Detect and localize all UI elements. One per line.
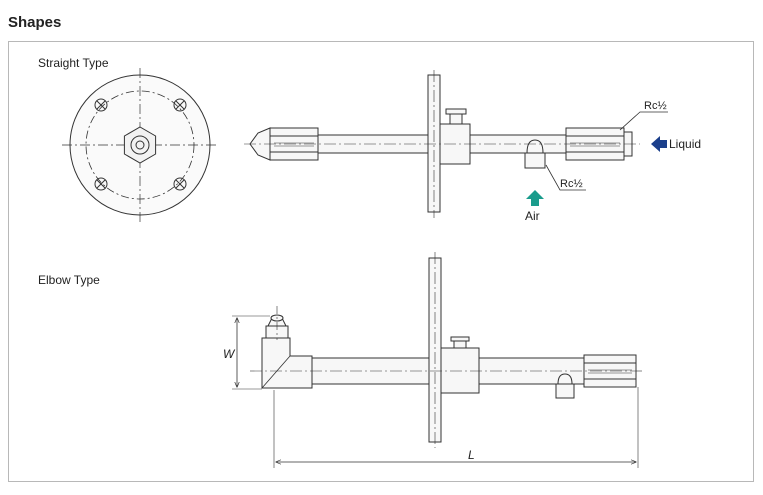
air-thread-label: Rc½ (560, 178, 583, 190)
dimension-w-label: W (223, 347, 236, 361)
air-port (524, 152, 546, 169)
clamp-block (440, 347, 480, 394)
elbow-type-side-view (232, 252, 645, 468)
bolt-hole (173, 98, 187, 112)
elbow-body (261, 337, 313, 389)
bolt-hole (94, 177, 108, 191)
liquid-arrow-icon (651, 136, 667, 152)
bolt-hole (94, 98, 108, 112)
air-label: Air (525, 209, 540, 223)
dimension-l-label: L (468, 448, 475, 462)
page-title: Shapes (8, 14, 62, 31)
air-arrow-icon (526, 190, 544, 206)
hex-nozzle-head (123, 126, 157, 164)
bolt-hole (173, 177, 187, 191)
flange-front-view (62, 68, 218, 222)
liquid-label: Liquid (669, 137, 701, 151)
elbow-type-label: Elbow Type (38, 273, 100, 287)
air-port (555, 383, 575, 399)
drawing-frame (8, 41, 754, 482)
liquid-thread-label: Rc½ (644, 100, 667, 112)
straight-type-label: Straight Type (38, 56, 109, 70)
straight-type-side-view (244, 70, 668, 218)
